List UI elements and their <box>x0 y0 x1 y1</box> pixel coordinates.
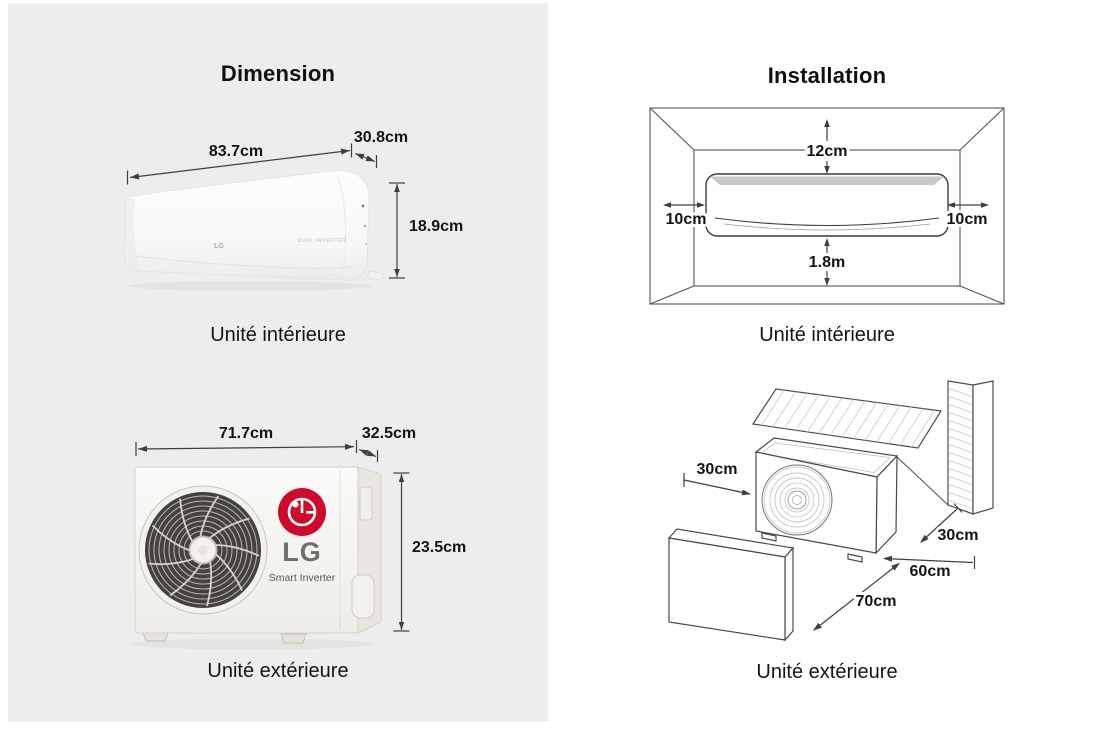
outdoor-unit-illustration: LG Smart Inverter <box>130 466 382 650</box>
outdoor-depth-label: 32.5cm <box>362 425 416 442</box>
lg-logo-icon <box>278 488 326 536</box>
clearance-left-dimension-outdoor: 30cm <box>683 458 751 496</box>
outdoor-width-label: 71.7cm <box>219 425 273 442</box>
indoor-height-label: 18.9cm <box>409 218 463 235</box>
indoor-unit-led-dot <box>361 204 365 208</box>
dimension-section-title: Dimension <box>220 61 336 86</box>
awning-illustration <box>751 388 942 449</box>
indoor-width-dimension: 83.7cm <box>126 143 353 185</box>
outdoor-unit-schematic <box>754 437 899 563</box>
clearance-left-label: 10cm <box>666 211 707 228</box>
indoor-unit-dimension-diagram: LG DUAL INVERTER 83.7cm 30.8cm 18.9cm <box>124 129 463 291</box>
outdoor-clearance-right-label: 60cm <box>910 563 951 580</box>
indoor-unit-schematic <box>705 173 949 237</box>
clearance-top-dimension: 12cm <box>804 119 850 174</box>
outdoor-height-dimension: 23.5cm <box>393 472 466 632</box>
indoor-unit-lg-logo-text: LG <box>214 243 224 250</box>
indoor-unit-cap-seam <box>337 176 347 280</box>
ground-line <box>896 456 949 506</box>
clearance-right-label: 10cm <box>947 211 988 228</box>
service-cover-illustration <box>667 528 795 642</box>
indoor-unit-led-dot <box>363 224 367 228</box>
clearance-rear-dimension-outdoor: 30cm <box>920 503 981 547</box>
indoor-height-dimension: 18.9cm <box>389 182 463 279</box>
dimension-outdoor-unit-label: Unité extérieure <box>207 660 349 682</box>
indoor-width-label: 83.7cm <box>209 143 263 160</box>
installation-indoor-unit-label: Unité intérieure <box>759 324 895 346</box>
wall-illustration <box>896 380 994 515</box>
outdoor-unit-lg-logo-text: LG <box>282 537 322 567</box>
outdoor-depth-dimension: 32.5cm <box>358 425 416 462</box>
outdoor-unit-foot <box>280 633 307 644</box>
awning-hatching <box>760 389 935 448</box>
outdoor-unit-foot <box>142 632 169 642</box>
outdoor-clearance-left-label: 30cm <box>697 461 738 478</box>
indoor-unit-dual-inverter-badge: DUAL INVERTER <box>298 238 347 244</box>
dimension-indoor-unit-label: Unité intérieure <box>210 324 346 346</box>
outdoor-height-label: 23.5cm <box>412 539 466 556</box>
installation-section-title: Installation <box>767 63 887 88</box>
outdoor-unit-installation-diagram: 30cm 30cm 60cm 70cm <box>667 380 994 642</box>
outdoor-unit-valve-cover <box>351 574 375 619</box>
outdoor-clearance-front-label: 70cm <box>856 593 897 610</box>
outdoor-unit-fan-illustration <box>138 485 268 615</box>
indoor-unit-left-shade <box>125 197 139 270</box>
wall-hatching <box>947 387 974 510</box>
clearance-right-dimension: 10cm <box>944 202 990 231</box>
outdoor-unit-dimension-diagram: LG Smart Inverter 71.7cm 32.5cm 23.5cm <box>130 425 466 650</box>
installation-outdoor-unit-label: Unité extérieure <box>756 661 898 683</box>
outdoor-unit-smart-inverter-tagline: Smart Inverter <box>269 572 336 584</box>
indoor-unit-installation-diagram: 12cm 10cm 10cm 1.8m <box>649 107 1005 305</box>
clearance-left-dimension: 10cm <box>663 202 709 231</box>
outdoor-width-dimension: 71.7cm <box>135 425 358 456</box>
indoor-unit-shadow <box>128 281 372 291</box>
outdoor-clearance-rear-label: 30cm <box>938 527 979 544</box>
outdoor-unit-foot <box>761 532 777 542</box>
clearance-right-dimension-outdoor: 60cm <box>883 555 976 583</box>
outdoor-unit-shadow <box>130 638 374 650</box>
indoor-unit-illustration: LG DUAL INVERTER <box>124 170 384 291</box>
indoor-unit-body <box>124 170 370 281</box>
outdoor-unit-foot <box>847 553 863 563</box>
clearance-top-label: 12cm <box>807 143 848 160</box>
indoor-depth-dimension: 30.8cm <box>354 129 408 168</box>
indoor-depth-label: 30.8cm <box>354 129 408 146</box>
clearance-bottom-label: 1.8m <box>809 254 845 271</box>
indoor-unit-drain-fitting <box>367 270 384 281</box>
clearance-bottom-dimension: 1.8m <box>806 238 848 286</box>
clearance-front-dimension-outdoor: 70cm <box>813 562 900 631</box>
indoor-unit-led-dot <box>365 243 367 245</box>
outdoor-unit-side-bracket <box>359 486 373 521</box>
outdoor-unit-fan-schematic <box>761 464 833 536</box>
indoor-unit-outlet-seam <box>133 255 353 269</box>
